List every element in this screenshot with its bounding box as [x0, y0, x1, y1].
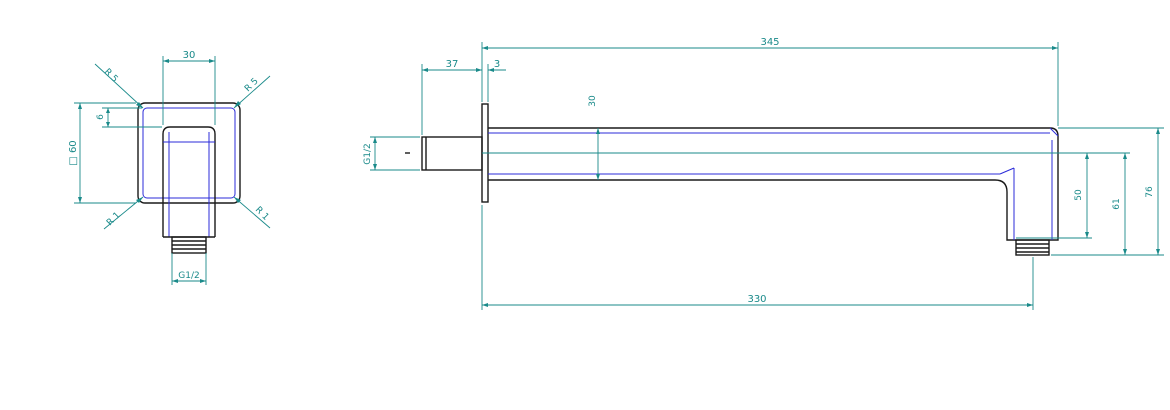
- front-radius-tr-label: R 5: [243, 77, 261, 95]
- side-dim-61-label: 61: [1112, 198, 1122, 209]
- side-dim-30-arrow-bottom: [596, 174, 600, 180]
- front-plate-inner: [142, 107, 236, 199]
- side-dim-345-label: 345: [760, 37, 779, 48]
- side-dim-330-label: 330: [747, 294, 766, 305]
- front-dim-60-arrow-bottom: [78, 197, 82, 203]
- side-dim-50-arrow-top: [1085, 153, 1089, 159]
- front-radius-br-leader: [233, 196, 271, 229]
- front-dim-30-label: 30: [183, 50, 196, 61]
- side-dim-61-arrow-bottom: [1123, 249, 1127, 255]
- side-dim-76-label: 76: [1145, 186, 1155, 198]
- front-radius-tl-arrow: [136, 102, 143, 108]
- side-dim-76-arrow-bottom: [1156, 249, 1160, 255]
- front-plate-outline: [137, 102, 241, 204]
- side-dim-345-arrow-right: [1052, 46, 1058, 50]
- side-dim-345-arrow-left: [482, 46, 488, 50]
- side-thread-arrow-top: [373, 137, 377, 143]
- side-dim-37-arrow-left: [422, 68, 428, 72]
- front-radius-tr-leader: [233, 75, 271, 109]
- front-dim-6-label: 6: [96, 114, 106, 120]
- front-dim-60-arrow-top: [78, 103, 82, 109]
- front-view: 30 □ 60 6 R 5 R 5 R 1 R 1 G1/2: [68, 50, 270, 285]
- side-dim-37-arrow-right: [476, 68, 482, 72]
- side-dim-3-arrow: [488, 68, 494, 72]
- side-dim-330-arrow-right: [1027, 303, 1033, 307]
- side-dim-76-arrow-top: [1156, 128, 1160, 134]
- front-thread-arrow-left: [172, 279, 178, 283]
- front-dim-30-arrow-left: [163, 59, 169, 63]
- front-radius-tl-leader: [94, 63, 144, 109]
- side-dim-61-arrow-top: [1123, 153, 1127, 159]
- front-dim-6-arrow-bottom: [106, 122, 110, 127]
- side-dim-50-arrow-bottom: [1085, 232, 1089, 238]
- front-dim-60-label: □ 60: [68, 140, 79, 165]
- side-arm-corner: [1049, 127, 1059, 137]
- side-arm-inner-bend: [999, 167, 1015, 175]
- front-radius-bl-leader: [103, 196, 144, 230]
- front-dim-6-arrow-top: [106, 108, 110, 113]
- front-radius-br-arrow: [234, 197, 241, 203]
- front-arm-outline: [162, 126, 216, 237]
- side-thread-arrow-bottom: [373, 164, 377, 170]
- side-dim-3-label: 3: [494, 59, 500, 70]
- side-dim-37-label: 37: [446, 59, 459, 70]
- side-thread-label: G1/2: [363, 143, 373, 164]
- side-arm-outline: [488, 127, 1059, 241]
- side-inlet-thread: [421, 136, 483, 171]
- front-thread-arrow-right: [200, 279, 206, 283]
- side-view: 345 37 3 30 G1/2 330: [363, 37, 1164, 310]
- front-radius-tr-arrow: [234, 101, 241, 108]
- side-dim-30-arrow-top: [596, 128, 600, 134]
- front-radius-br-label: R 1: [253, 205, 271, 223]
- front-thread-label: G1/2: [178, 271, 199, 281]
- front-radius-bl-arrow: [136, 197, 143, 203]
- side-dim-330-arrow-left: [482, 303, 488, 307]
- side-dim-30-label: 30: [588, 95, 598, 107]
- side-dim-50-label: 50: [1074, 189, 1084, 201]
- front-radius-tl-label: R 5: [102, 67, 120, 85]
- front-dim-30-arrow-right: [209, 59, 215, 63]
